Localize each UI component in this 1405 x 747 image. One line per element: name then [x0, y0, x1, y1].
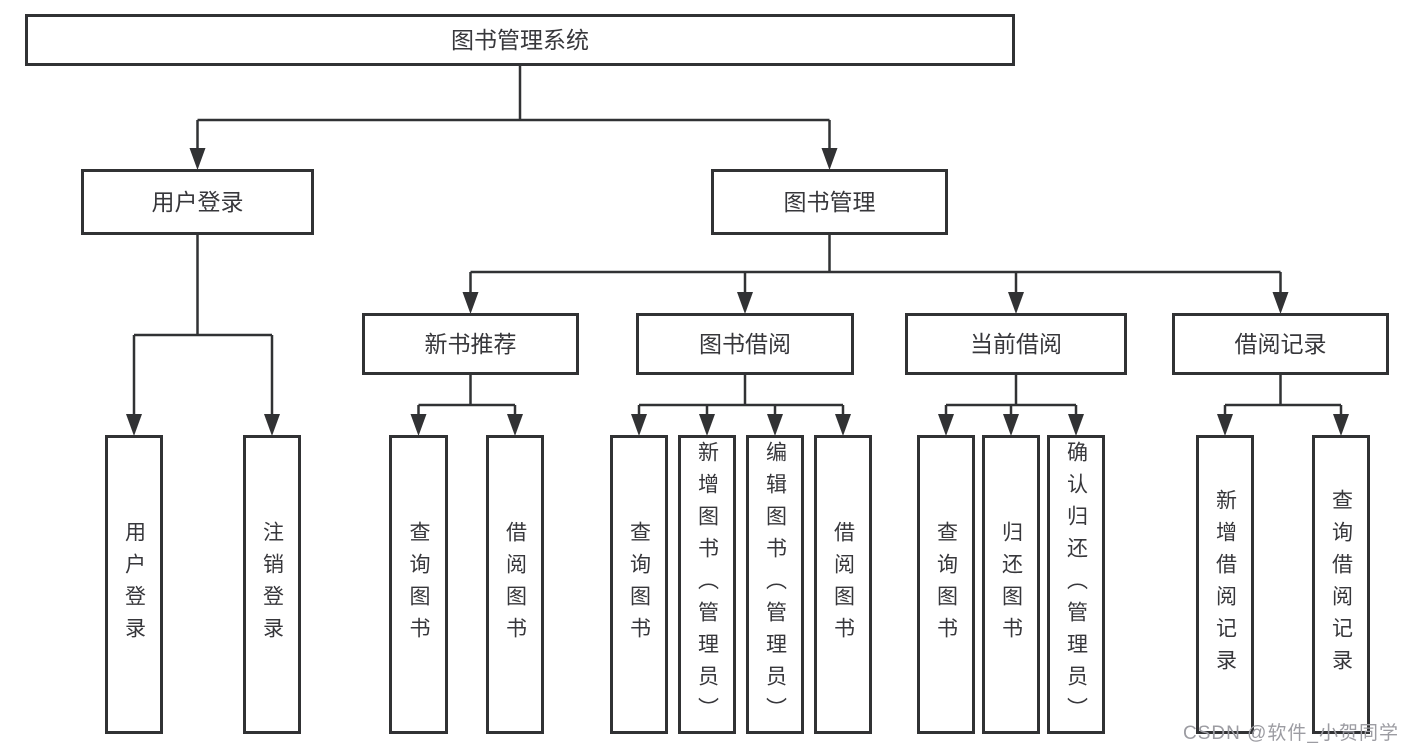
node-br-add: 新增借阅记录 — [1196, 435, 1254, 734]
arrowhead — [264, 414, 280, 436]
arrowhead — [699, 414, 715, 436]
arrowhead — [737, 292, 753, 314]
arrowhead — [767, 414, 783, 436]
node-bb-add: 新增图书（管理员） — [678, 435, 736, 734]
node-leaf-login: 用户登录 — [105, 435, 163, 734]
node-book-borrow: 图书借阅 — [636, 313, 854, 375]
node-bb-edit: 编辑图书（管理员） — [746, 435, 804, 734]
arrowhead — [631, 414, 647, 436]
node-cb-confirm: 确认归还（管理员） — [1047, 435, 1105, 734]
watermark: CSDN @软件_小贺同学 — [1183, 723, 1399, 744]
node-book-mgmt: 图书管理 — [711, 169, 948, 235]
node-current-borrow: 当前借阅 — [905, 313, 1127, 375]
arrowhead — [410, 414, 427, 436]
arrowhead — [1272, 292, 1289, 314]
node-bb-query: 查询图书 — [610, 435, 668, 734]
node-leaf-logout: 注销登录 — [243, 435, 301, 734]
arrowhead — [1068, 414, 1084, 436]
arrowhead — [507, 414, 523, 436]
arrowhead — [835, 414, 851, 436]
node-user-login: 用户登录 — [81, 169, 314, 235]
node-br-query: 查询借阅记录 — [1312, 435, 1370, 734]
arrowhead — [938, 414, 954, 436]
arrowhead — [462, 292, 479, 314]
arrowhead — [189, 148, 206, 170]
node-nb-borrow: 借阅图书 — [486, 435, 544, 734]
node-nb-query: 查询图书 — [389, 435, 448, 734]
node-root: 图书管理系统 — [25, 14, 1015, 66]
arrowhead — [1217, 414, 1233, 436]
node-bb-borrow: 借阅图书 — [814, 435, 872, 734]
arrowhead — [126, 414, 142, 436]
arrowhead — [821, 148, 838, 170]
node-borrow-records: 借阅记录 — [1172, 313, 1389, 375]
arrowhead — [1003, 414, 1019, 436]
arrowhead — [1008, 292, 1024, 314]
node-new-book-rec: 新书推荐 — [362, 313, 579, 375]
node-cb-query: 查询图书 — [917, 435, 975, 734]
arrowhead — [1333, 414, 1349, 436]
node-cb-return: 归还图书 — [982, 435, 1040, 734]
